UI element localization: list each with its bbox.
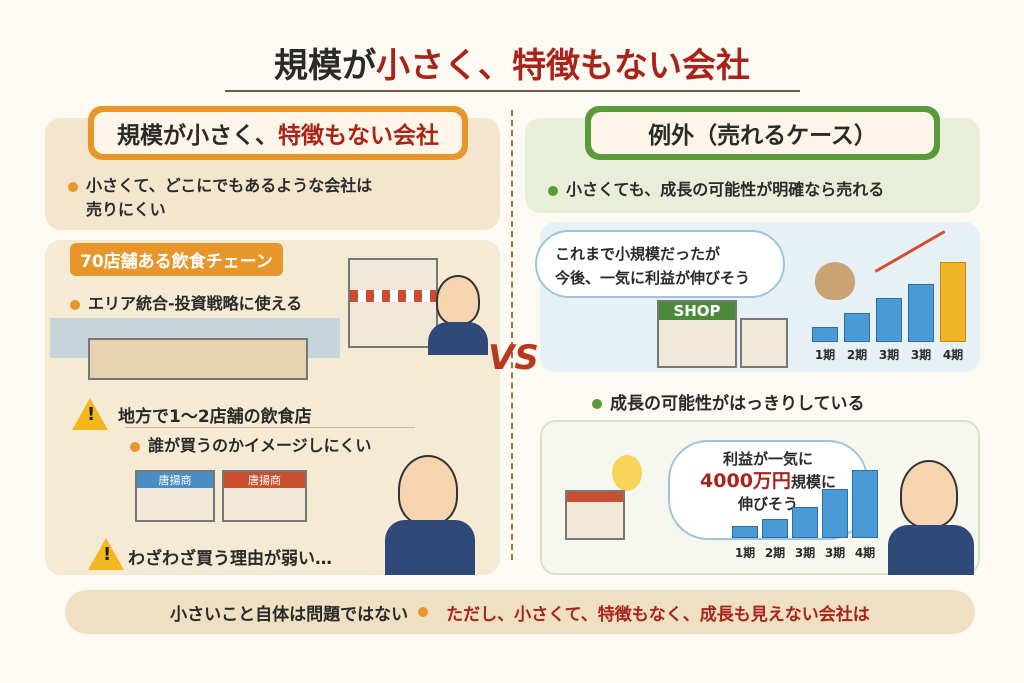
center-divider: [511, 110, 513, 560]
businessman-thinking: [436, 275, 480, 325]
chart-period-label: 1期: [734, 546, 756, 560]
chart-bar: [762, 519, 788, 538]
house-building: [565, 490, 625, 540]
businessman-confident: [900, 460, 958, 528]
chart-period-label: 3期: [910, 348, 932, 362]
left-bullet-line1: 小さくて、どこにでもあるような会社は: [86, 176, 373, 195]
shop-sign: SHOP: [659, 302, 735, 320]
right-bullet-text: 小さくても、成長の可能性が明確なら売れる: [566, 180, 885, 199]
warning-icon: !: [72, 398, 108, 430]
title-underline: [225, 90, 800, 92]
chart-bar: [812, 327, 838, 342]
chart-bar: [844, 312, 870, 342]
cloud2-line3: 伸びそう: [737, 495, 798, 513]
thought-cloud-1: これまで小規模だったが今後、一気に利益が伸びそう: [535, 230, 785, 298]
right-header-text: 例外（売れるケース）: [591, 112, 934, 154]
lightbulb-icon: [612, 455, 642, 491]
left-header-part2: 特徴もない会社: [278, 123, 439, 149]
growth-chart-2-labels: 1期 2期 3期 3期 4期: [732, 544, 882, 560]
chart-period-label: 3期: [824, 546, 846, 560]
shop-building: SHOP: [657, 300, 737, 368]
bullet-dot: [130, 441, 140, 452]
divider-line: [125, 427, 415, 428]
chart-period-label: 2期: [764, 546, 786, 560]
warning-icon: !: [88, 538, 124, 570]
chain-tag: 70店舗ある飲食チェーン: [70, 243, 283, 276]
money-bag-icon: [815, 262, 855, 300]
chart-bar: [908, 283, 934, 342]
bullet-dot: [70, 299, 80, 310]
cloud2-amount: 4000万円: [700, 470, 791, 492]
left-bullet: 小さくて、どこにでもあるような会社は売りにくい: [68, 174, 372, 222]
chart-bar: [852, 470, 878, 538]
local-heading: 地方で1〜2店舗の飲食店: [118, 407, 312, 427]
left-bullet-line2: 売りにくい: [86, 200, 166, 219]
businessman-worried: [398, 455, 458, 525]
businessman-suit: [888, 525, 974, 575]
local-store-2: 唐揚商: [222, 470, 307, 522]
chain-bullet-text: エリア統合-投資戦略に使える: [88, 294, 303, 313]
page-title: 規模が小さく、特徴もない会社: [0, 38, 1024, 87]
cloud2-line1: 利益が一気に: [722, 450, 813, 468]
footer-right-text: ただし、小さくて、特徴もなく、成長も見えない会社は: [446, 604, 870, 625]
chain-bullet: エリア統合-投資戦略に使える: [70, 290, 302, 314]
chart-period-label: 1期: [814, 348, 836, 362]
vs-label: VS: [488, 338, 539, 378]
title-part1: 規模が: [274, 46, 376, 86]
chart-bar: [876, 298, 902, 342]
bullet-dot: [68, 181, 78, 192]
growth-bar-chart-2: [732, 470, 882, 538]
local-bullet: 誰が買うのかイメージしにくい: [130, 432, 371, 456]
right-bullet2-text: 成長の可能性がはっきりしている: [610, 394, 865, 414]
cloud1-line1: これまで小規模だったが: [555, 245, 721, 263]
chain-stores-illustration: [88, 338, 308, 380]
chart-period-label: 2期: [846, 348, 868, 362]
store-sign: 唐揚商: [137, 472, 213, 488]
cloud1-line2: 今後、一気に利益が伸びそう: [555, 269, 751, 287]
growth-bar-chart-1: [812, 262, 972, 342]
side-building: [740, 318, 788, 368]
chart-bar: [732, 525, 758, 538]
left-header: 規模が小さく、特徴もない会社: [88, 106, 468, 160]
local-store-1: 唐揚商: [135, 470, 215, 522]
right-bullet-2: 成長の可能性がはっきりしている: [592, 389, 865, 414]
local-bullet-text: 誰が買うのかイメージしにくい: [148, 436, 372, 455]
growth-chart-1-labels: 1期 2期 3期 3期 4期: [812, 346, 972, 362]
cloud2-line2: 規模に: [790, 473, 836, 491]
footer-banner: 小さいこと自体は問題ではない ただし、小さくて、特徴もなく、成長も見えない会社は: [65, 590, 975, 634]
chart-period-label: 3期: [878, 348, 900, 362]
chain-store-building: [348, 258, 438, 348]
chart-period-label: 4期: [942, 348, 964, 362]
chart-bar: [940, 262, 966, 342]
local-warning: わざわざ買う理由が弱い…: [128, 549, 332, 569]
right-bullet: 小さくても、成長の可能性が明確なら売れる: [548, 176, 884, 200]
chart-period-label: 4期: [854, 546, 876, 560]
bullet-dot: [592, 399, 602, 409]
left-header-part1: 規模が小さく、: [117, 123, 278, 149]
bullet-dot: [548, 185, 558, 196]
chart-bar: [822, 488, 848, 538]
right-header: 例外（売れるケース）: [585, 106, 940, 160]
businessman-suit: [385, 520, 475, 575]
store-sign: 唐揚商: [224, 472, 305, 488]
chart-bar: [792, 507, 818, 538]
footer-left-text: 小さいこと自体は問題ではない: [170, 604, 409, 625]
bullet-dot: [418, 607, 429, 617]
chart-period-label: 3期: [794, 546, 816, 560]
businessman-suit: [428, 322, 488, 355]
title-part2: 小さく、特徴もない会社: [376, 46, 750, 86]
